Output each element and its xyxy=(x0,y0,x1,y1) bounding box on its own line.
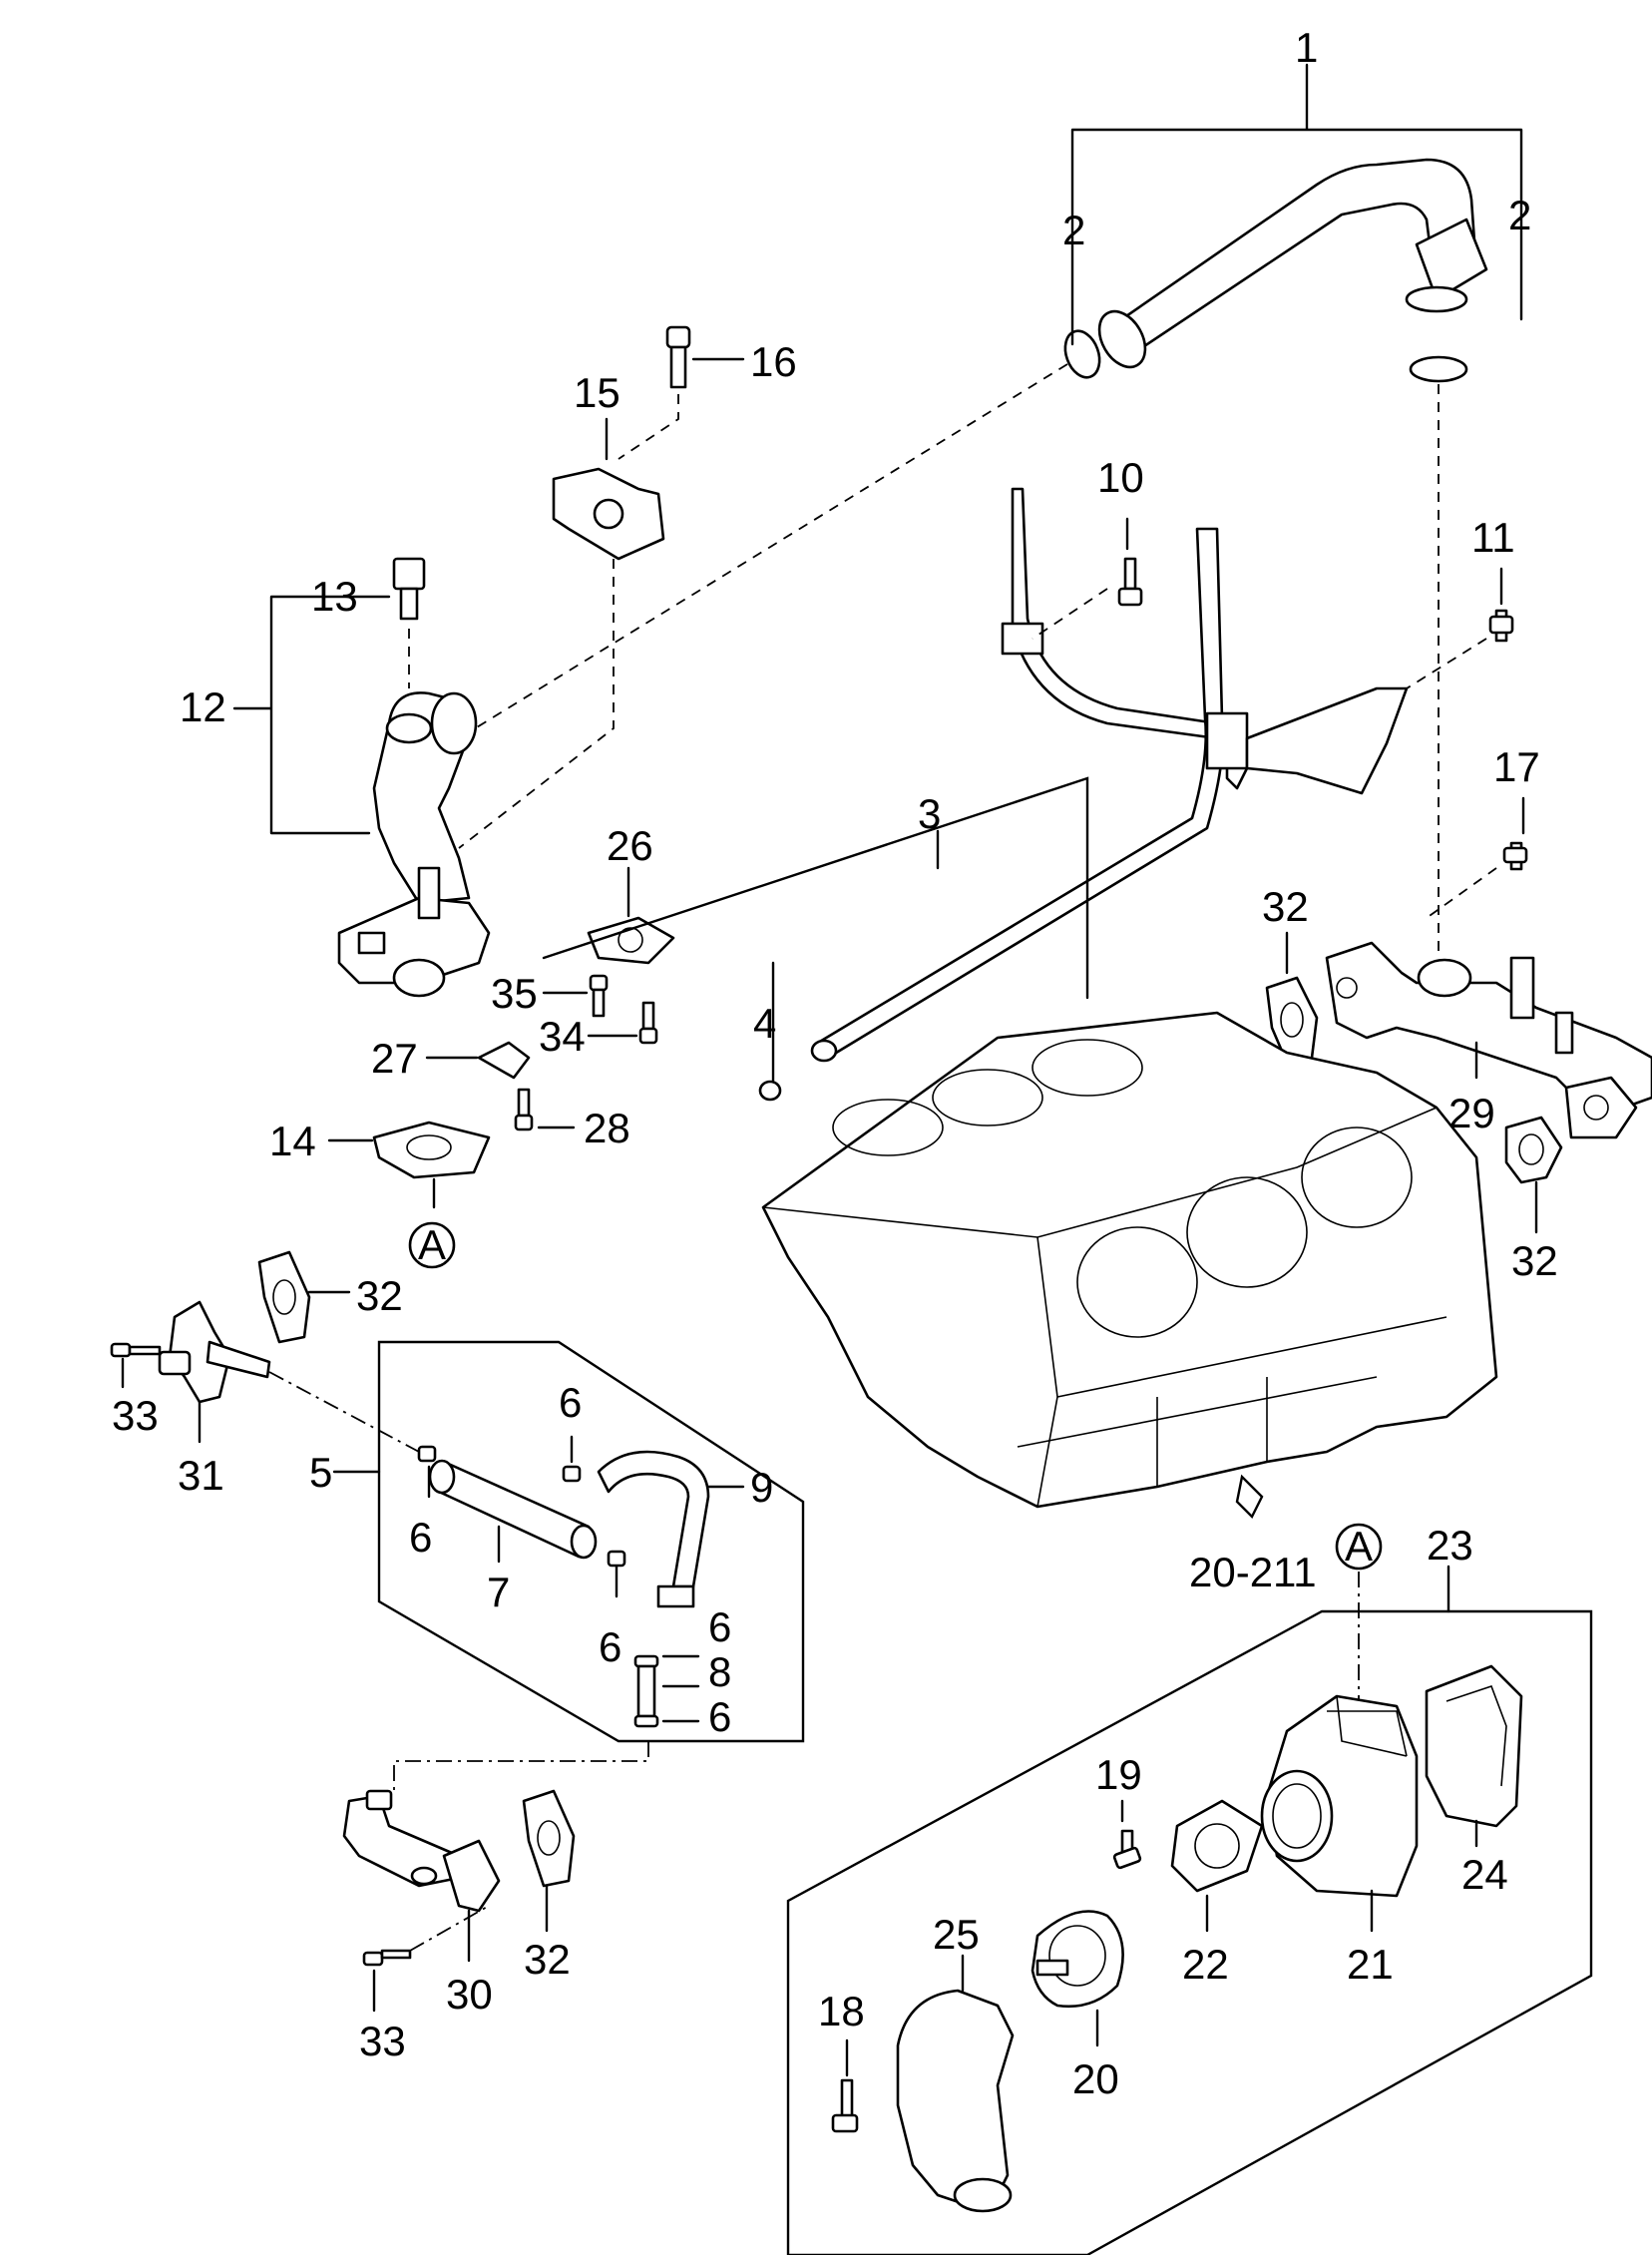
bolt-35 xyxy=(542,974,609,1018)
gasket-32-lower-right xyxy=(1504,1116,1563,1234)
engine-block xyxy=(761,1011,1498,1520)
callout-30: 30 xyxy=(446,1971,493,2018)
callout-26: 26 xyxy=(607,822,653,869)
reference-label-a-lower: A xyxy=(1345,1523,1373,1570)
bolt-33-upper xyxy=(110,1342,162,1389)
callout-22: 22 xyxy=(1182,1941,1229,1988)
bolt-16 xyxy=(618,325,745,460)
callout-8: 8 xyxy=(708,1648,731,1695)
bolt-17 xyxy=(1426,796,1528,919)
callout-31: 31 xyxy=(178,1452,224,1499)
water-pipe-3 xyxy=(542,487,1409,1102)
callout-2a: 2 xyxy=(1062,207,1085,253)
callout-6d: 6 xyxy=(708,1603,731,1650)
gasket-32-left-upper xyxy=(257,1250,351,1344)
reference-marker-a-upper: A xyxy=(408,1221,456,1269)
callout-28: 28 xyxy=(584,1105,630,1151)
callout-34: 34 xyxy=(539,1013,586,1060)
callout-21: 21 xyxy=(1347,1941,1394,1988)
gasket-26 xyxy=(587,866,675,965)
gasket-14 xyxy=(327,1121,491,1209)
callout-29: 29 xyxy=(1448,1090,1495,1136)
callout-16: 16 xyxy=(750,338,797,385)
callout-17: 17 xyxy=(1493,743,1540,790)
callout-32c: 32 xyxy=(356,1272,403,1319)
callout-20-211: 20-211 xyxy=(1189,1549,1317,1595)
callout-19: 19 xyxy=(1095,1751,1142,1798)
gasket-32-upper-right xyxy=(1265,931,1319,1065)
callout-11: 11 xyxy=(1471,514,1515,561)
bolt-10 xyxy=(1032,517,1143,640)
hose-kit-5 xyxy=(332,1340,805,1796)
callout-1: 1 xyxy=(1295,24,1318,71)
callout-24: 24 xyxy=(1461,1851,1508,1898)
fitting-30 xyxy=(342,1789,501,1963)
callout-33b: 33 xyxy=(359,2018,406,2064)
bolt-33-lower xyxy=(362,1905,490,2013)
gasket-32-left-lower xyxy=(522,1789,576,1933)
bolt-34 xyxy=(587,1001,658,1045)
sensor-13 xyxy=(232,557,426,835)
reference-marker-a-lower: A xyxy=(1335,1523,1383,1716)
callout-33a: 33 xyxy=(112,1392,159,1439)
callout-7: 7 xyxy=(487,1569,510,1615)
fitting-31 xyxy=(158,1300,420,1453)
callout-14: 14 xyxy=(269,1118,316,1164)
bolt-28 xyxy=(514,1088,576,1131)
callout-3: 3 xyxy=(918,790,941,837)
callout-labels: 1 2 2 3 4 5 6 6 6 6 6 7 8 9 10 11 12 13 … xyxy=(112,24,1558,2102)
gasket-27 xyxy=(425,1041,531,1080)
callout-32b: 32 xyxy=(1511,1237,1558,1284)
callout-20: 20 xyxy=(1072,2055,1119,2102)
callout-32d: 32 xyxy=(524,1936,571,1983)
bracket-15 xyxy=(458,417,665,849)
callout-18: 18 xyxy=(818,1988,865,2034)
water-pipe-assembly xyxy=(458,63,1523,958)
callout-9: 9 xyxy=(750,1464,773,1511)
callout-6a: 6 xyxy=(559,1379,582,1426)
callout-6e: 6 xyxy=(708,1693,731,1740)
callout-32a: 32 xyxy=(1262,883,1309,930)
callout-4: 4 xyxy=(753,1000,776,1047)
callout-35: 35 xyxy=(491,970,538,1017)
callout-23: 23 xyxy=(1427,1522,1473,1569)
reference-label-a-upper: A xyxy=(418,1221,446,1268)
water-pipe-29 xyxy=(1325,941,1652,1139)
callout-6c: 6 xyxy=(599,1623,621,1670)
callout-13: 13 xyxy=(311,573,358,620)
callout-10: 10 xyxy=(1097,454,1144,501)
callout-2b: 2 xyxy=(1508,192,1531,238)
callout-27: 27 xyxy=(371,1035,418,1082)
bolt-11 xyxy=(1406,567,1514,689)
callout-12: 12 xyxy=(180,683,226,730)
callout-6b: 6 xyxy=(409,1514,432,1561)
water-outlet-12 xyxy=(337,691,491,998)
callout-15: 15 xyxy=(574,369,620,416)
thermostat-kit-23 xyxy=(786,1565,1593,2255)
callout-25: 25 xyxy=(933,1911,980,1958)
callout-5: 5 xyxy=(309,1449,332,1496)
